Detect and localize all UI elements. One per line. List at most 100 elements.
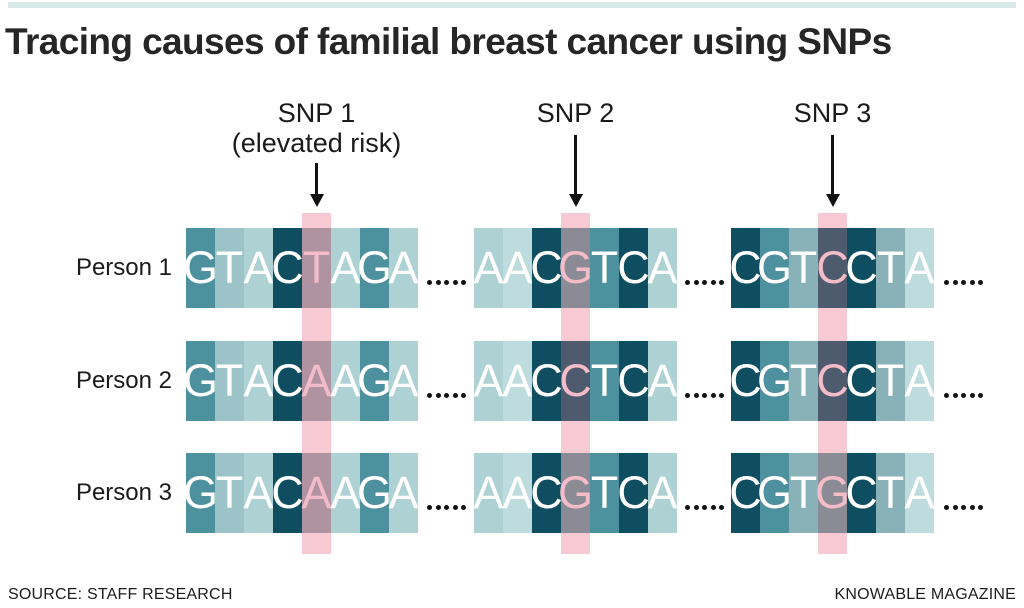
nucleotide-cell: C [845, 228, 878, 308]
nucleotide-cell: T [876, 228, 905, 308]
top-accent-bar [8, 2, 1016, 8]
ellipsis-dots [685, 393, 724, 398]
nucleotide-cell: T [215, 453, 244, 533]
nucleotide-cell: T [215, 341, 244, 421]
nucleotide-cell: A [905, 453, 935, 533]
nucleotide-cell: C [271, 453, 304, 533]
ellipsis-dot [952, 505, 958, 510]
ellipsis-dot [719, 280, 724, 285]
ellipsis-dot [427, 505, 432, 510]
nucleotide-cell: T [789, 228, 818, 308]
ellipsis-dot [685, 505, 690, 510]
nucleotide-cell: T [876, 453, 905, 533]
down-arrow-icon [825, 135, 840, 207]
nucleotide-cell: C [530, 341, 563, 421]
snp-nucleotide-cell: A [302, 453, 332, 533]
row-label-person-3: Person 3 [75, 479, 172, 506]
snp-nucleotide-cell: G [815, 453, 850, 533]
nucleotide-cell: A [244, 341, 274, 421]
nucleotide-cell: C [617, 228, 650, 308]
snp-column-label: SNP 2 [537, 98, 615, 128]
nucleotide-cell: A [648, 341, 678, 421]
ellipsis-dot [461, 505, 466, 510]
ellipsis-dot [435, 505, 441, 510]
nucleotide-cell: A [331, 341, 361, 421]
nucleotide-cell: A [331, 453, 361, 533]
snp-nucleotide-cell: G [558, 453, 593, 533]
ellipsis-dot [944, 393, 949, 398]
nucleotide-cell: T [876, 341, 905, 421]
nucleotide-cell: A [331, 228, 361, 308]
nucleotide-cell: A [389, 341, 419, 421]
nucleotide-cell: A [503, 341, 533, 421]
nucleotide-cell: C [729, 453, 762, 533]
row-label-person-1: Person 1 [75, 254, 172, 281]
ellipsis-dot [978, 280, 983, 285]
nucleotide-cell: G [757, 228, 792, 308]
nucleotide-cell: A [244, 453, 274, 533]
ellipsis-dot [685, 393, 690, 398]
nucleotide-cell: T [789, 341, 818, 421]
ellipsis-dot [461, 280, 466, 285]
snp-sublabel-text: (elevated risk) [231, 128, 402, 158]
nucleotide-cell: A [905, 341, 935, 421]
ellipsis-dot [702, 393, 707, 398]
ellipsis-dot [444, 393, 449, 398]
ellipsis-dot [961, 505, 966, 510]
ellipsis-dot [702, 505, 707, 510]
nucleotide-cell: C [845, 453, 878, 533]
snp-label-text: SNP 3 [793, 98, 872, 128]
nucleotide-cell: G [357, 453, 392, 533]
nucleotide-cell: C [729, 341, 762, 421]
snp-label-text: SNP 2 [536, 98, 615, 128]
ellipsis-dot [435, 393, 441, 398]
ellipsis-dot [452, 393, 458, 398]
snp-label-text: SNP 1 [277, 98, 356, 128]
nucleotide-cell: C [530, 228, 563, 308]
ellipsis-dot [693, 505, 699, 510]
nucleotide-cell: G [357, 341, 392, 421]
snp-nucleotide-cell: C [816, 228, 849, 308]
publisher-credit: KNOWABLE MAGAZINE [834, 586, 1016, 603]
ellipsis-dots [427, 393, 466, 398]
ellipsis-dot [427, 393, 432, 398]
ellipsis-dot [944, 280, 949, 285]
ellipsis-dots [944, 280, 983, 285]
nucleotide-cell: A [389, 453, 419, 533]
arrow-head [825, 194, 840, 207]
ellipsis-dot [452, 505, 458, 510]
nucleotide-cell: A [244, 228, 274, 308]
nucleotide-cell: G [183, 228, 218, 308]
snp-nucleotide-cell: C [816, 341, 849, 421]
ellipsis-dot [693, 280, 699, 285]
ellipsis-dot [978, 393, 983, 398]
nucleotide-cell: A [474, 453, 504, 533]
ellipsis-dot [710, 505, 716, 510]
nucleotide-cell: T [789, 453, 818, 533]
ellipsis-dot [952, 280, 958, 285]
arrow-shaft [831, 135, 834, 194]
nucleotide-cell: C [271, 341, 304, 421]
nucleotide-cell: A [905, 228, 935, 308]
ellipsis-dot [969, 393, 975, 398]
ellipsis-dot [452, 280, 458, 285]
ellipsis-dot [693, 393, 699, 398]
ellipsis-dot [444, 505, 449, 510]
nucleotide-cell: T [590, 228, 619, 308]
ellipsis-dots [944, 393, 983, 398]
ellipsis-dot [444, 280, 449, 285]
nucleotide-cell: C [845, 341, 878, 421]
snp-nucleotide-cell: G [558, 228, 593, 308]
nucleotide-cell: C [530, 453, 563, 533]
nucleotide-cell: A [503, 228, 533, 308]
ellipsis-dot [719, 505, 724, 510]
